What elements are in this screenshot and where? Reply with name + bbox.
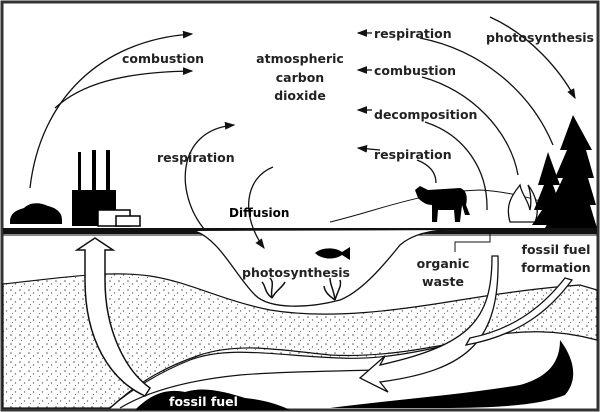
organic-waste-bracket	[454, 228, 491, 252]
respiration-animal-arrow	[416, 159, 437, 184]
tree-small-icon	[532, 152, 565, 225]
fossil-formation-arrow	[464, 277, 574, 346]
photosynthesis-label-water: photosynthesis	[242, 265, 350, 280]
diffusion-label: Diffusion	[229, 206, 289, 220]
extraction-arrow	[74, 237, 152, 397]
flow-arrows	[29, 16, 576, 250]
diffusion-arrow	[248, 166, 274, 250]
photosynthesis-label-trees: photosynthesis	[486, 30, 594, 45]
atmosphere-label-line2: carbon	[276, 70, 324, 85]
combustion-arrow-lower	[54, 67, 194, 109]
decomposition-label: decomposition	[374, 107, 477, 122]
combustion-label-left: combustion	[122, 51, 204, 66]
organic-waste-label-line1: organic	[417, 256, 470, 271]
fossil-fuel-label: fossil fuel	[169, 394, 238, 409]
respiration-label-top: respiration	[374, 26, 452, 41]
decomposition-arrow	[424, 121, 488, 211]
rock-layer-line	[109, 337, 481, 409]
respiration-label-left: respiration	[157, 150, 235, 165]
organic-waste-arrow	[358, 255, 499, 393]
fish-icon	[315, 247, 350, 260]
respiration-label-animal: respiration	[374, 147, 452, 162]
tree-large-icon	[545, 115, 597, 228]
sediment-wedge	[330, 340, 574, 408]
respiration-top-arrow	[419, 37, 554, 146]
fossil-formation-label-line1: fossil fuel	[522, 242, 591, 257]
combustion-arrow-upper	[29, 30, 194, 189]
atmosphere-label-line1: atmospheric	[256, 51, 344, 66]
fossil-formation-label-line2: formation	[521, 260, 590, 275]
respiration-left-arrow	[184, 121, 236, 231]
fire-icon	[507, 183, 538, 223]
sediment-layer-upper	[2, 273, 598, 409]
cow-icon	[415, 186, 470, 222]
atmosphere-label-line3: dioxide	[274, 88, 326, 103]
organic-waste-label-line2: waste	[422, 274, 464, 289]
car-icon	[10, 203, 62, 224]
aquatic-plant-icon	[261, 277, 342, 301]
respiration-animal-head	[356, 144, 381, 153]
factory-icon	[72, 150, 141, 227]
photosynthesis-trees-arrow	[489, 16, 576, 100]
combustion-label-right: combustion	[374, 63, 456, 78]
combustion-right-arrow	[421, 76, 519, 176]
fossil-fuel-deposit	[135, 389, 290, 410]
